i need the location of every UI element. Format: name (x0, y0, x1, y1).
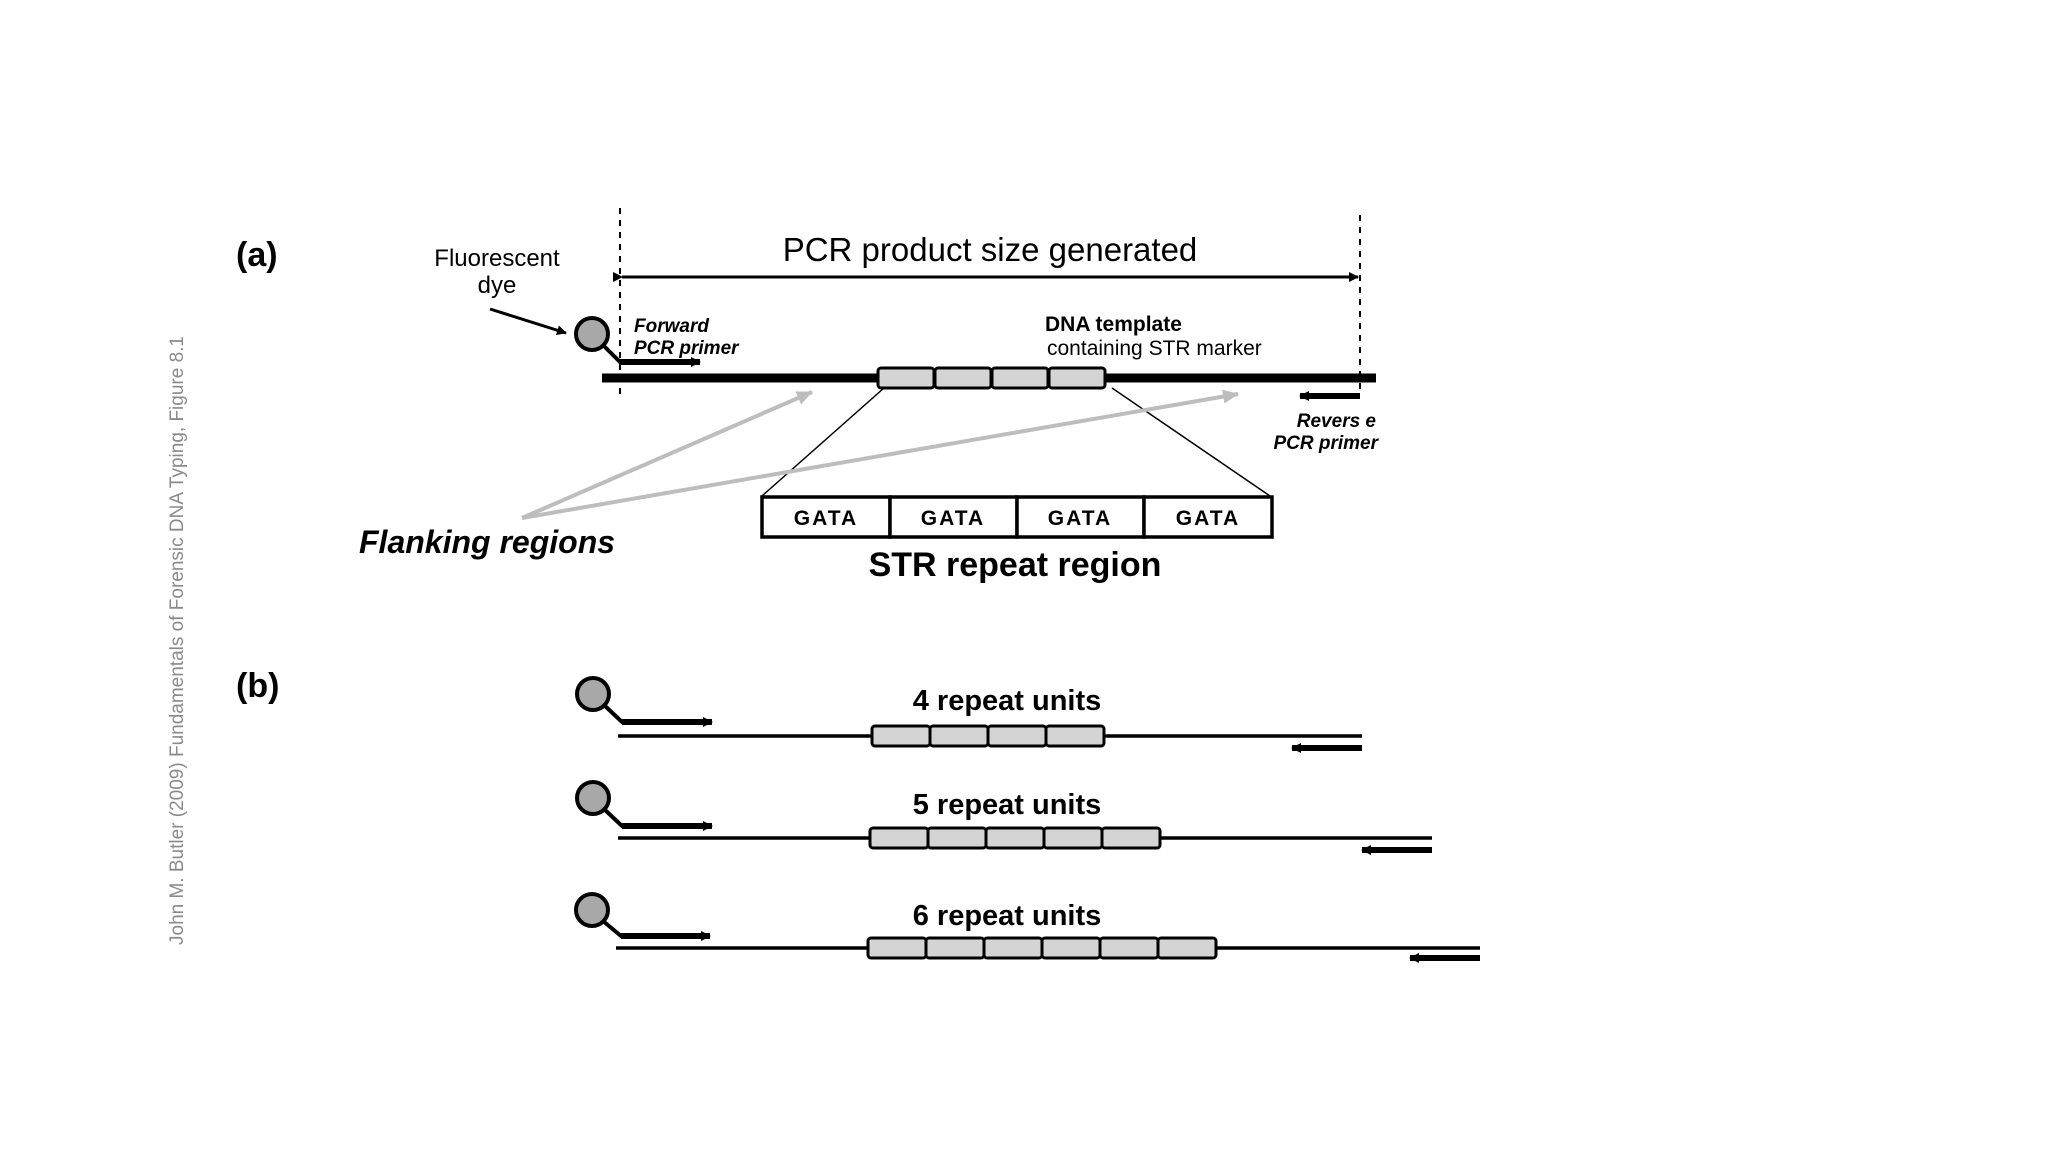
allele-label: 4 repeat units (913, 685, 1102, 717)
repeat-unit-box (1044, 724, 1106, 748)
dna-template-label: DNA template (1045, 313, 1182, 336)
forward-primer-label: Forward (634, 316, 709, 337)
repeat-unit-box (933, 366, 993, 390)
repeat-unit-box (870, 724, 932, 748)
repeat-unit-box (984, 826, 1046, 850)
repeat-unit-box (986, 724, 1048, 748)
pcr-product-size-label: PCR product size generated (783, 231, 1198, 268)
gata-unit-box (760, 495, 892, 539)
allele-label: 6 repeat units (913, 900, 1102, 932)
allele-6-repeats: 6 repeat units (574, 892, 1480, 963)
reverse-primer-label: Revers e (1297, 411, 1377, 432)
gata-unit-box (888, 495, 1019, 539)
allele-label: 5 repeat units (913, 789, 1102, 821)
repeat-unit-box (866, 936, 928, 960)
panel-a: (a) PCR product size generated Fluoresce… (236, 208, 1380, 584)
dna-template-label-2: containing STR marker (1047, 337, 1262, 360)
gata-unit-label: GATA (1048, 507, 1112, 530)
allele-5-repeats: 5 repeat units (575, 780, 1432, 855)
gata-unit-box (1142, 495, 1274, 539)
panel-a-label: (a) (236, 236, 278, 274)
repeat-unit-box (1047, 366, 1107, 390)
flanking-arrow-right (521, 389, 1239, 520)
repeat-unit-box (1098, 936, 1160, 960)
fluorescent-dye-label-2: dye (478, 272, 517, 299)
repeat-unit-box (924, 936, 986, 960)
zoom-line-left (761, 387, 885, 497)
fluorescent-dye-circle (574, 892, 610, 928)
repeat-unit-box (1042, 826, 1104, 850)
panel-b-label: (b) (236, 667, 279, 705)
repeat-unit-box (1100, 826, 1162, 850)
dye-pointer-arrow (489, 307, 567, 336)
repeat-unit-box (1156, 936, 1218, 960)
str-repeat-boxes-a (876, 366, 1107, 390)
flanking-regions-label: Flanking regions (359, 524, 615, 560)
allele-4-repeats: 4 repeat units (575, 676, 1362, 753)
reverse-primer-label-2: PCR primer (1273, 433, 1379, 454)
repeat-unit-box (876, 366, 936, 390)
repeat-unit-box (928, 724, 990, 748)
repeat-unit-box (982, 936, 1044, 960)
flanking-arrow-left (521, 390, 813, 520)
repeat-unit-box (990, 366, 1050, 390)
repeat-unit-box (868, 826, 930, 850)
str-repeat-region-label: STR repeat region (869, 546, 1162, 584)
zoom-line-right (1111, 387, 1271, 497)
fluorescent-dye-circle (574, 316, 610, 352)
repeat-unit-box (926, 826, 988, 850)
gata-repeat-region: GATA GATA GATA GATA (760, 495, 1274, 539)
panel-b: (b) 4 repeat units 5 repeat (236, 667, 1480, 963)
fluorescent-dye-label: Fluorescent (434, 245, 560, 272)
figure-credit: John M. Butler (2009) Fundamentals of Fo… (167, 336, 188, 945)
fluorescent-dye-circle (575, 676, 611, 712)
repeat-unit-box (1040, 936, 1102, 960)
gata-unit-label: GATA (921, 507, 985, 530)
gata-unit-label: GATA (794, 507, 858, 530)
forward-primer-label-2: PCR primer (634, 338, 740, 359)
fluorescent-dye-circle (575, 780, 611, 816)
gata-unit-label: GATA (1176, 507, 1240, 530)
